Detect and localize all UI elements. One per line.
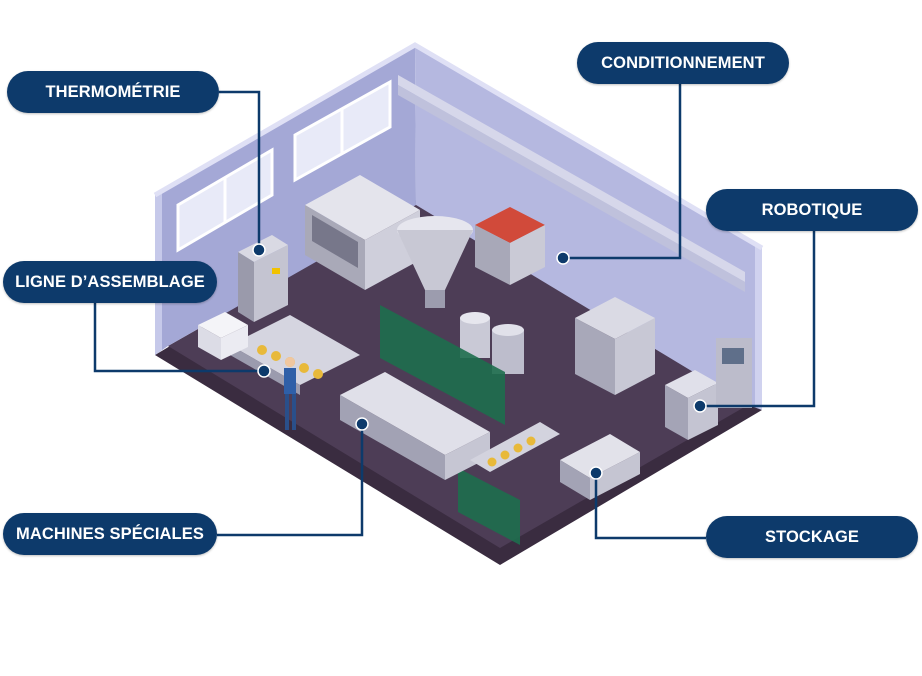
connector-lines: [93, 84, 816, 540]
connector-thermometrie: [219, 90, 261, 250]
steel-tanks: [460, 312, 524, 374]
robot-cell: [575, 297, 752, 440]
cone-hopper: [397, 216, 473, 308]
label-conditionnement: CONDITIONNEMENT: [577, 42, 789, 84]
label-machines-speciales: MACHINES SPÉCIALES: [3, 513, 217, 555]
dot-stockage: [589, 466, 603, 480]
connector-conditionnement: [563, 84, 682, 260]
label-ligne-assemblage: LIGNE D’ASSEMBLAGE: [3, 261, 217, 303]
connector-machines: [217, 424, 364, 537]
connector-stockage: [594, 473, 706, 540]
label-stockage: STOCKAGE: [706, 516, 918, 558]
dot-robotique: [693, 399, 707, 413]
window-left: [176, 147, 274, 253]
connector-robotique: [700, 231, 816, 408]
ventilation-duct: [398, 75, 745, 292]
special-machine: [340, 372, 490, 480]
label-thermometrie: THERMOMÉTRIE: [7, 71, 219, 113]
safety-fence: [380, 305, 520, 545]
dot-thermometrie: [252, 243, 266, 257]
wall-top-trim: [153, 42, 764, 251]
dot-machines: [355, 417, 369, 431]
window-right: [293, 79, 392, 183]
ingredient-bin: [475, 207, 545, 285]
right-wall-edge: [755, 245, 762, 410]
carton-boxes: [198, 312, 248, 360]
storage-unit: [560, 434, 640, 500]
dot-conditionnement: [556, 251, 570, 265]
dot-ligne: [257, 364, 271, 378]
label-robotique: ROBOTIQUE: [706, 189, 918, 231]
worker-figure: [284, 357, 296, 430]
connector-dots: [252, 243, 707, 480]
connector-ligne: [93, 303, 264, 373]
output-conveyor: [470, 422, 560, 472]
